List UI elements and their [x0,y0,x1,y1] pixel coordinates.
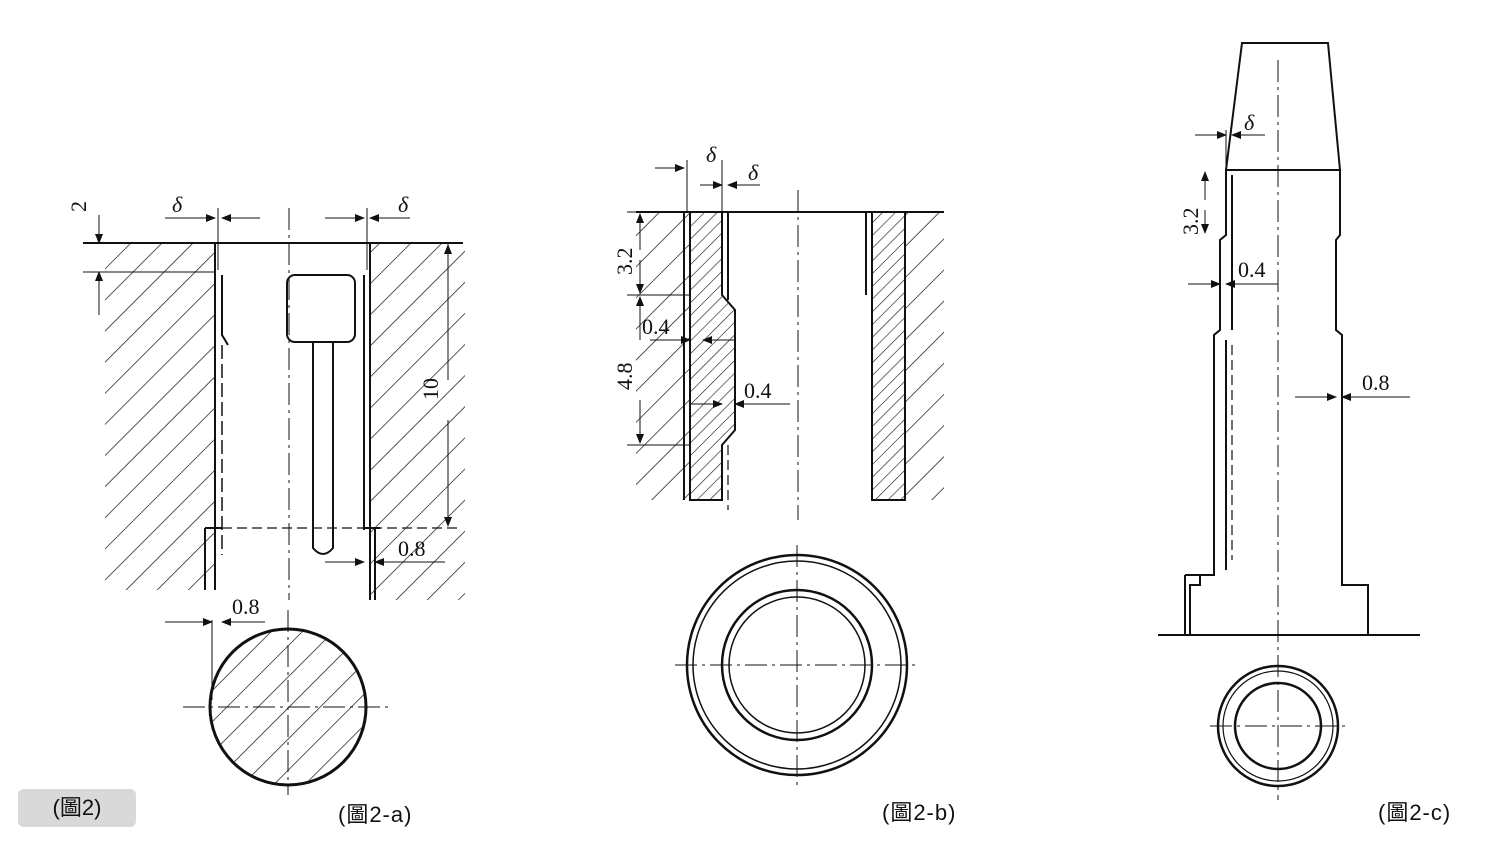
figure-c [1158,42,1420,800]
dim-b-lower: 4.8 [612,363,637,391]
figure-a [83,208,465,795]
delta-b-2: δ [748,160,759,185]
dim-b-step1: 0.4 [642,314,670,339]
delta-b-1: δ [706,142,717,167]
figure-tag: (圖2) [18,789,136,827]
dim-c-step: 0.4 [1238,257,1266,282]
dim-b-upper: 3.2 [612,248,637,276]
dim-c-gap: 0.8 [1362,370,1390,395]
caption-a: (圖2-a) [338,802,413,827]
delta-a-left: δ [172,192,183,217]
dim-b-step2: 0.4 [744,378,772,403]
caption-b: (圖2-b) [882,800,957,825]
delta-a-right: δ [398,192,409,217]
delta-c: δ [1244,110,1255,135]
dim-c-upper: 3.2 [1178,208,1203,236]
caption-c: (圖2-c) [1378,800,1452,825]
dim-a-height: 10 [418,378,443,400]
dim-a-top: 2 [66,201,91,212]
dim-a-gap: 0.8 [398,536,426,561]
figure-b [627,160,944,790]
dim-a-circle: 0.8 [232,594,260,619]
